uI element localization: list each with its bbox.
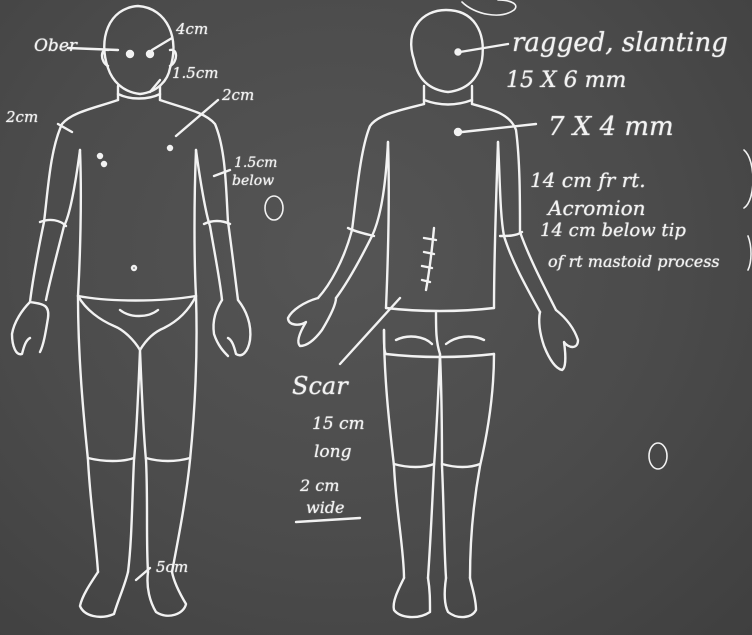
back-body-outline [318, 104, 556, 310]
back-label-scar-2: 15 cm [312, 416, 365, 433]
back-right-hand [539, 310, 578, 370]
front-label-head-left: Ober [34, 38, 77, 55]
front-label-shoulder-left: 2cm [6, 110, 38, 125]
front-label-neck: 1.5cm [172, 66, 218, 81]
back-label-scar-4: 2 cm [300, 478, 339, 494]
back-label-upper-back: 7 X 4 mm [548, 114, 674, 140]
back-label-head-2: 15 X 6 mm [506, 70, 626, 92]
front-label-head-right: 4cm [176, 22, 208, 37]
back-feet [394, 578, 476, 617]
back-buttocks [384, 308, 494, 357]
back-legs [384, 330, 494, 578]
front-feet [80, 572, 186, 617]
back-label-location-2: Acromion [548, 198, 646, 218]
front-right-hand [213, 300, 250, 356]
back-left-hand [288, 298, 336, 346]
back-label-location-3: 14 cm below tip [540, 222, 686, 240]
front-briefs [78, 296, 196, 350]
back-label-scar-1: Scar [292, 374, 348, 398]
front-label-chest-right: 2cm [222, 88, 254, 103]
front-figure [12, 6, 250, 617]
back-label-head-1: ragged, slanting [512, 30, 728, 56]
back-label-location-1: 14 cm fr rt. [530, 170, 646, 190]
back-label-location-4: of rt mastoid process [548, 254, 720, 270]
front-label-upper-arm-2: below [232, 174, 274, 188]
front-left-hand [12, 302, 48, 354]
back-label-scar-3: long [314, 444, 352, 461]
back-label-scar-5: wide [306, 500, 345, 516]
front-label-upper-arm-1: 1.5cm [234, 156, 277, 170]
back-figure [288, 10, 578, 617]
front-label-ankle: 5cm [156, 560, 188, 575]
front-legs [78, 296, 197, 572]
front-body-outline [30, 100, 238, 302]
